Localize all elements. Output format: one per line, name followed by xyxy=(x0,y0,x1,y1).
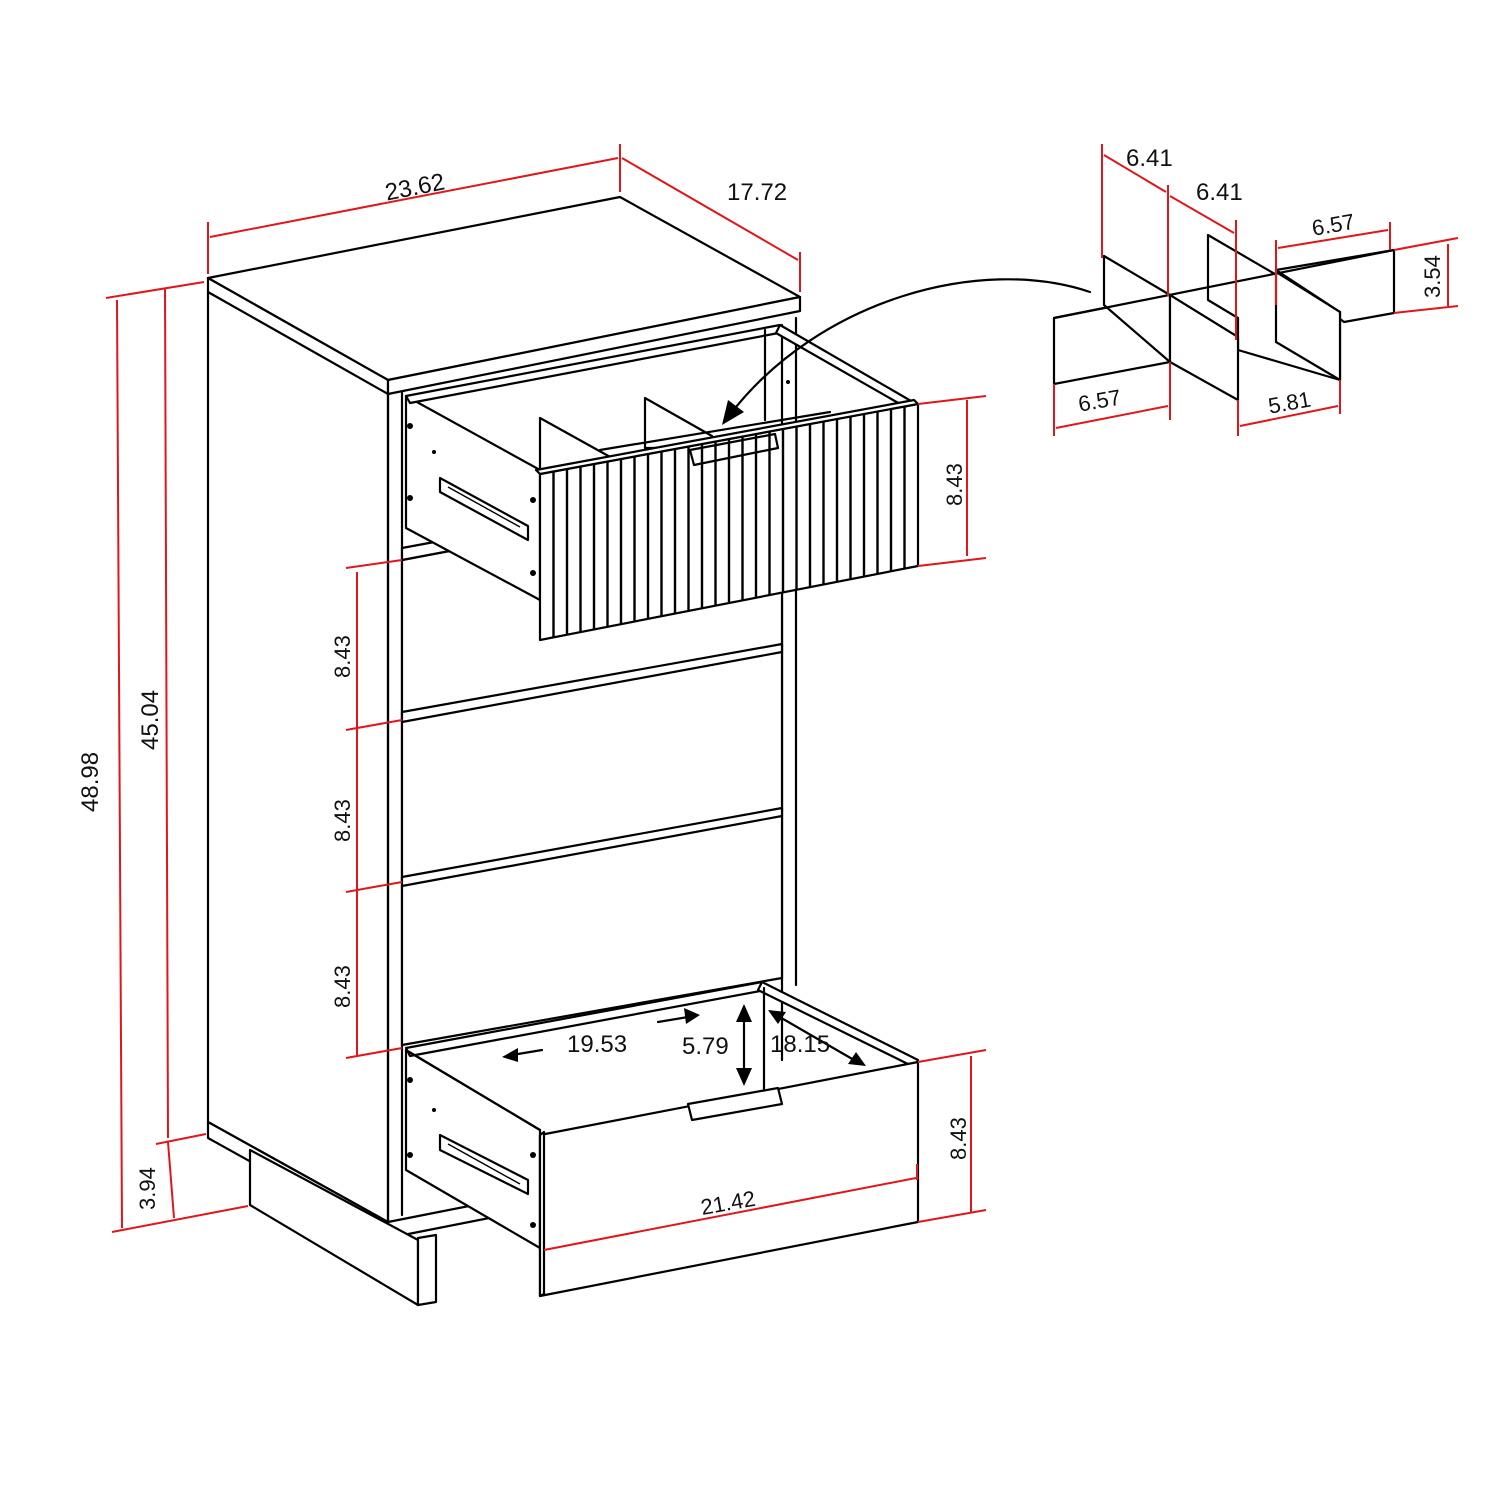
label-divider-height: 3.54 xyxy=(1420,255,1445,298)
label-divider-depth-2: 6.41 xyxy=(1196,179,1243,206)
divider-insert-detail xyxy=(1054,235,1394,400)
label-divider-depth-1: 6.41 xyxy=(1126,145,1173,172)
label-interior-height: 5.79 xyxy=(682,1033,729,1060)
label-interior-depth: 18.15 xyxy=(770,1031,830,1058)
label-drawer-4-height: 8.43 xyxy=(330,965,355,1008)
label-divider-width-front-mid: 5.81 xyxy=(1266,387,1313,419)
label-drawer-2-height: 8.43 xyxy=(330,635,355,678)
label-top-drawer-height: 8.43 xyxy=(942,463,967,506)
label-body-height: 45.04 xyxy=(137,690,164,750)
label-interior-width: 19.53 xyxy=(567,1031,627,1058)
front-leg xyxy=(418,1235,436,1305)
label-divider-width-front-left: 6.57 xyxy=(1076,385,1123,417)
label-width: 23.62 xyxy=(383,169,447,207)
label-leg-height: 3.94 xyxy=(135,1167,160,1210)
label-bottom-drawer-height: 8.43 xyxy=(946,1117,971,1160)
label-drawer-3-height: 8.43 xyxy=(330,799,355,842)
label-total-height: 48.98 xyxy=(77,752,104,812)
label-depth: 17.72 xyxy=(727,179,787,206)
